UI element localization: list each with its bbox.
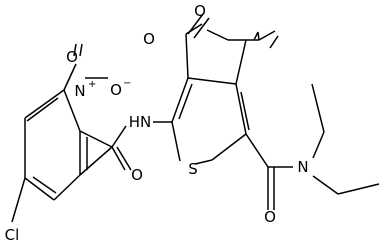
diethylamide-nitrogen-label: N: [297, 158, 308, 176]
bond-lines: [11, 13, 380, 223]
nitro-oxygen-minus-label: O: [110, 81, 122, 99]
nitro-oxygen-charge: −: [123, 78, 131, 89]
amide-oxygen-label: O: [131, 166, 143, 184]
ester-carbonyl-oxygen-label: O: [194, 2, 206, 20]
ester-o-c: [258, 30, 276, 41]
nitro-oxygen-label: O: [66, 48, 78, 66]
amide-nh-label: HN: [129, 113, 152, 131]
diethylamide-oxygen-label: O: [264, 208, 276, 226]
nitro-nitrogen-label: N: [74, 82, 85, 100]
chlorine-label: Cl: [5, 226, 20, 244]
nitro-nitrogen-charge: +: [88, 79, 96, 90]
methoxy-oxygen-label: O: [143, 30, 155, 48]
thiophene-sulfur-label: S: [188, 160, 198, 178]
atom-labels: O O N + O − O HN S O N O Cl: [5, 2, 309, 244]
